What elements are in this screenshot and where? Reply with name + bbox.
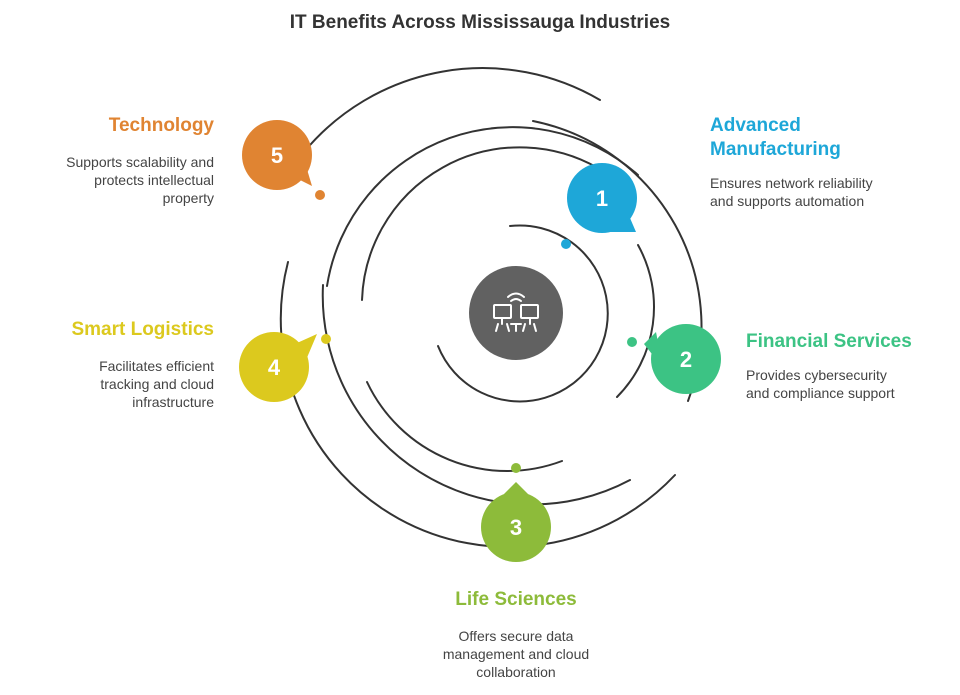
bubble-5: 5 bbox=[242, 120, 312, 190]
financial-services-heading: Financial Services bbox=[746, 331, 912, 352]
advanced-manufacturing-heading-line1: Advanced bbox=[710, 115, 801, 136]
desc-line: infrastructure bbox=[132, 394, 214, 410]
desc-line: Supports scalability and bbox=[66, 154, 214, 170]
bubble-number-1: 1 bbox=[596, 186, 608, 211]
smart-logistics-heading: Smart Logistics bbox=[71, 319, 214, 340]
bubble-number-5: 5 bbox=[271, 143, 283, 168]
bubble-4: 4 bbox=[239, 332, 317, 402]
advanced-manufacturing-description: Ensures network reliability and supports… bbox=[710, 174, 873, 210]
desc-line: Offers secure data bbox=[458, 628, 574, 644]
connector-dot-2 bbox=[627, 337, 637, 347]
desc-line: property bbox=[162, 190, 214, 206]
desc-line: and supports automation bbox=[710, 193, 865, 209]
bubble-2: 2 bbox=[644, 324, 721, 394]
connector-dot-5 bbox=[315, 190, 325, 200]
network-computers-icon bbox=[493, 292, 539, 332]
desc-line: Facilitates efficient bbox=[99, 358, 214, 374]
orbit-arc-2 bbox=[616, 244, 656, 398]
desc-line: management and cloud bbox=[442, 646, 590, 662]
advanced-manufacturing-heading: Advanced Manufacturing bbox=[710, 114, 841, 162]
center-hub bbox=[469, 266, 563, 360]
technology-description: Supports scalability and protects intell… bbox=[14, 153, 214, 207]
connector-dot-1 bbox=[561, 239, 571, 249]
advanced-manufacturing-heading-line2: Manufacturing bbox=[710, 139, 841, 160]
desc-line: collaboration bbox=[476, 664, 556, 680]
bubble-number-2: 2 bbox=[680, 347, 692, 372]
technology-heading: Technology bbox=[108, 115, 214, 136]
orbit-arc-8 bbox=[321, 284, 631, 506]
orbit-arc-3 bbox=[366, 381, 563, 472]
connector-dot-4 bbox=[321, 334, 331, 344]
desc-line: tracking and cloud bbox=[100, 376, 214, 392]
life-sciences-description: Offers secure data management and cloud … bbox=[386, 627, 646, 681]
smart-logistics-description: Facilitates efficient tracking and cloud… bbox=[14, 357, 214, 411]
financial-services-description: Provides cybersecurity and compliance su… bbox=[746, 366, 895, 402]
bubble-3: 3 bbox=[481, 482, 551, 562]
desc-line: Provides cybersecurity bbox=[746, 367, 887, 383]
desc-line: protects intellectual bbox=[94, 172, 214, 188]
bubble-1: 1 bbox=[567, 163, 637, 233]
life-sciences-heading: Life Sciences bbox=[455, 589, 577, 610]
orbit-arc-9 bbox=[303, 67, 601, 153]
bubble-number-3: 3 bbox=[510, 515, 522, 540]
diagram-title: IT Benefits Across Mississauga Industrie… bbox=[289, 12, 671, 33]
connector-dot-3 bbox=[511, 463, 521, 473]
orbit-arc-5 bbox=[326, 126, 639, 287]
orbit-arc-4 bbox=[361, 146, 599, 301]
bubble-number-4: 4 bbox=[268, 355, 281, 380]
desc-line: and compliance support bbox=[746, 385, 895, 401]
desc-line: Ensures network reliability bbox=[710, 175, 873, 191]
